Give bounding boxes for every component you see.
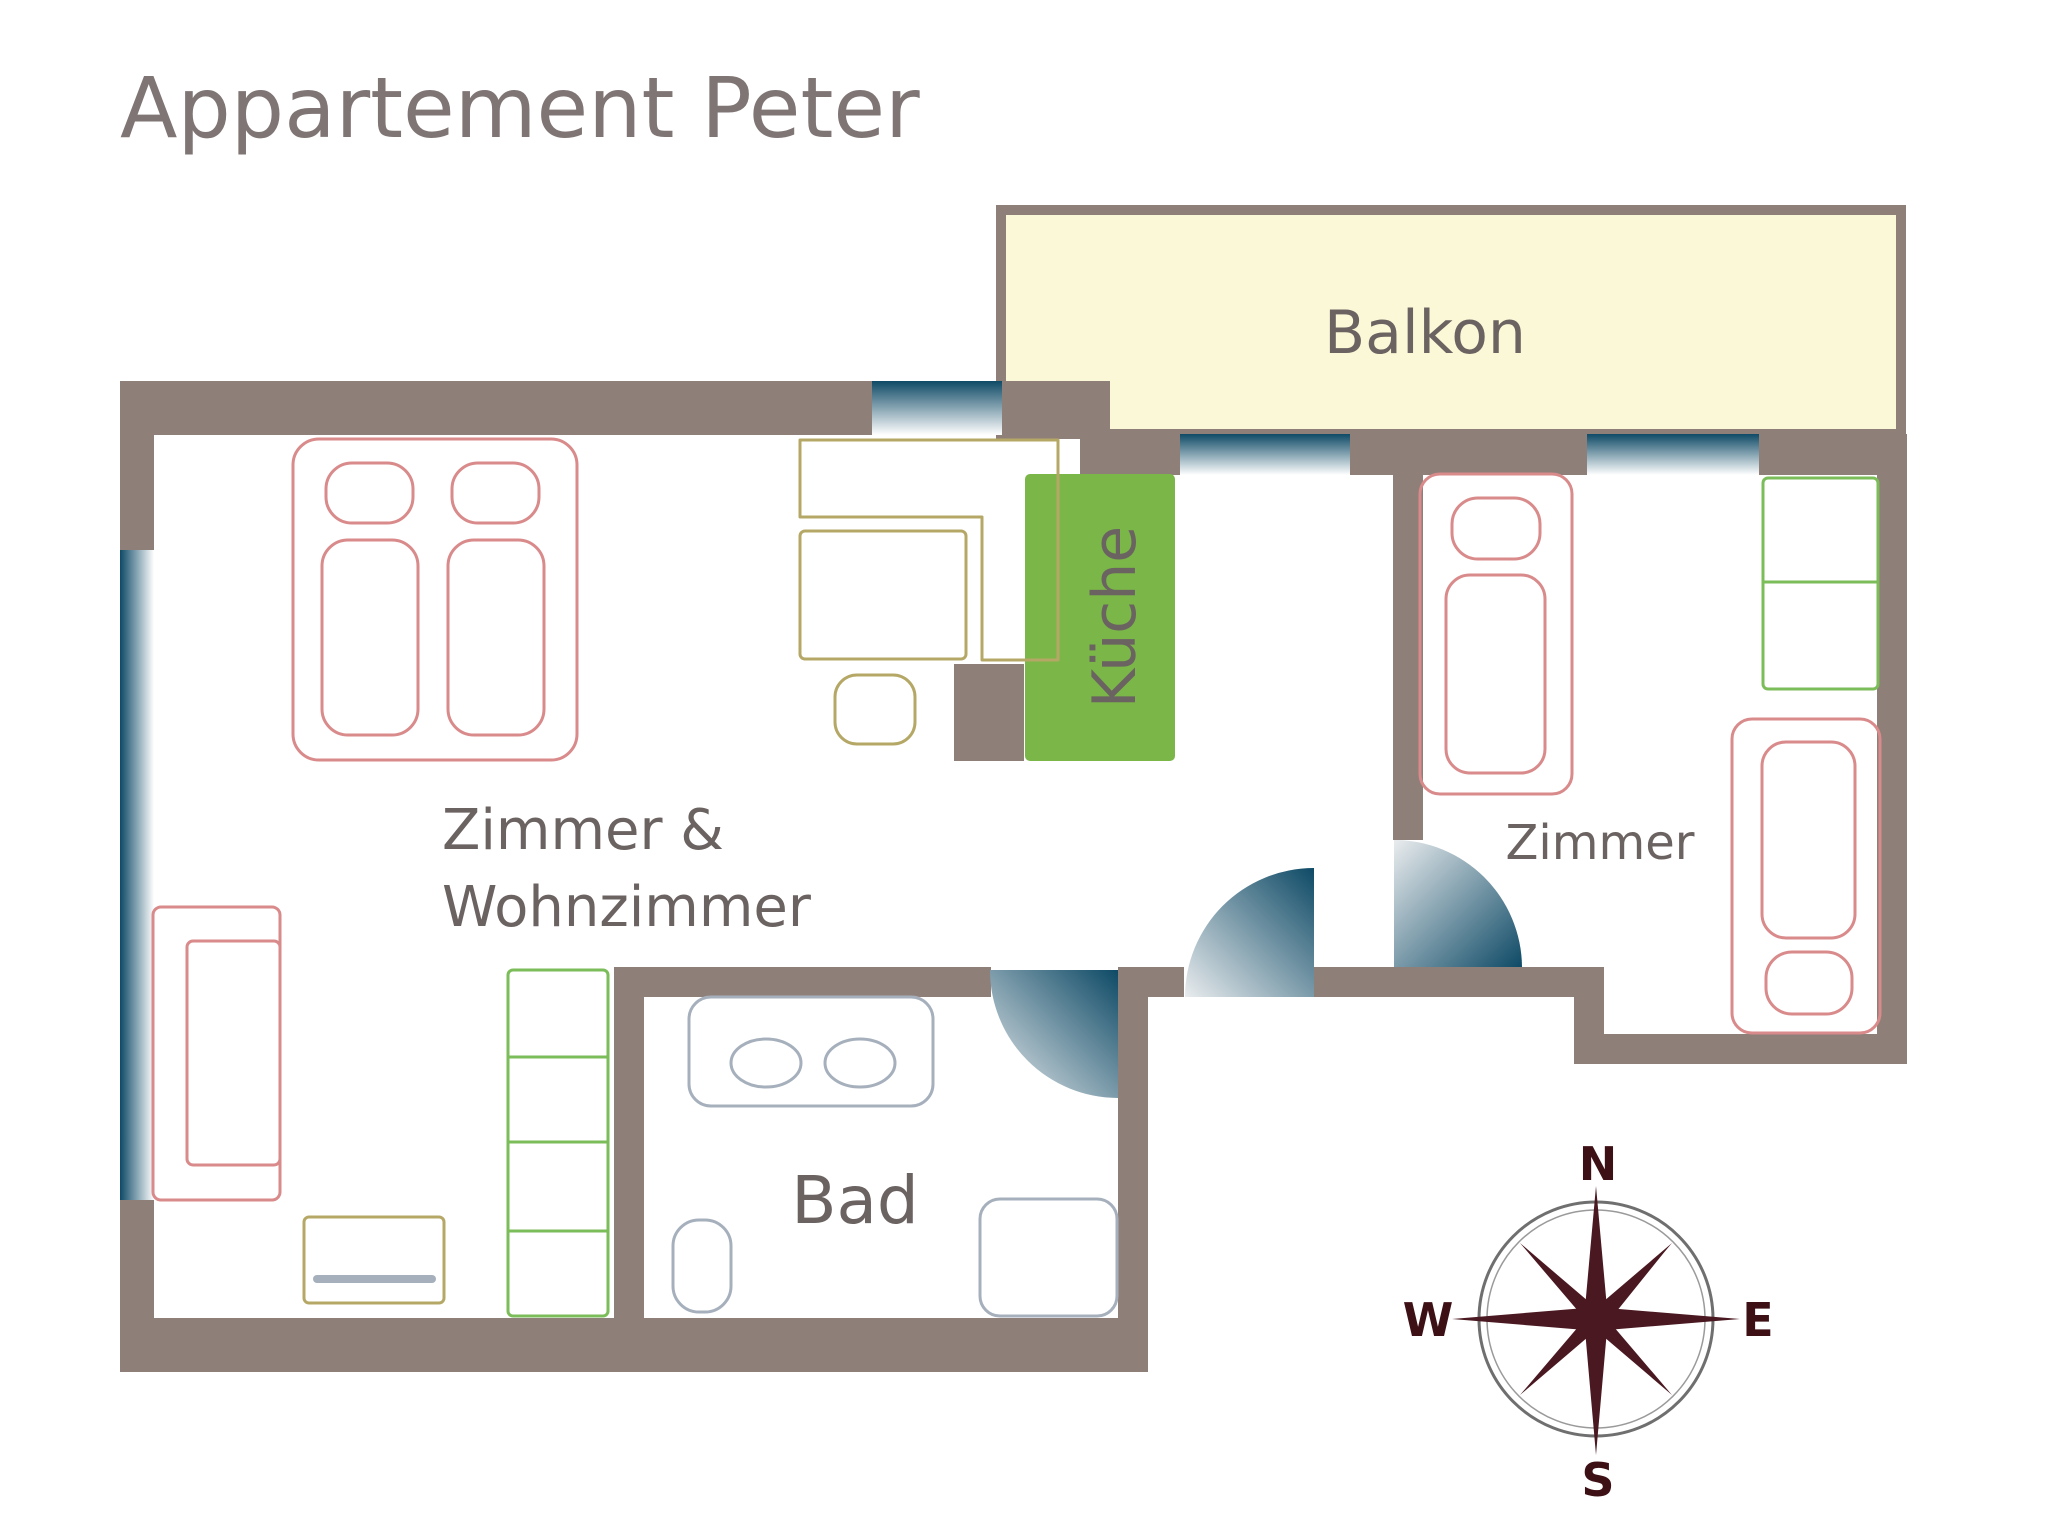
- window-living-top: [872, 381, 1002, 435]
- window-corridor-top: [1180, 434, 1350, 475]
- compass-east: E: [1742, 1293, 1773, 1347]
- toilet: [671, 1218, 733, 1314]
- double-bed: [291, 437, 579, 762]
- compass-arm-w: [1452, 1308, 1596, 1330]
- bathroom: Bad: [671, 995, 1119, 1318]
- tv-stand: [302, 1215, 446, 1305]
- shower-tray: [978, 1197, 1119, 1318]
- kitchen: Küche: [1025, 474, 1175, 761]
- living-label-line1: Zimmer &: [442, 798, 724, 863]
- door-swing-bedroom: [1394, 839, 1522, 967]
- compass-rose: N E S W: [1403, 1137, 1774, 1507]
- window-bedroom-top: [1587, 434, 1759, 475]
- bedroom: [1418, 472, 1882, 1035]
- single-bed-1: [1418, 472, 1574, 796]
- wardrobe: [506, 968, 610, 1318]
- compass-west: W: [1403, 1293, 1454, 1347]
- balcony: Balkon: [996, 205, 1906, 439]
- bedroom-wardrobe: [1761, 476, 1880, 691]
- window-living-left: [120, 550, 154, 1200]
- compass-arm-n: [1585, 1186, 1607, 1319]
- dining-table: [798, 438, 1060, 746]
- balcony-label: Balkon: [1324, 298, 1526, 368]
- compass-arm-ne: [1590, 1243, 1672, 1325]
- compass-arm-e: [1596, 1308, 1740, 1330]
- compass-arm-sw: [1520, 1313, 1602, 1395]
- compass-south: S: [1581, 1453, 1614, 1507]
- living-furniture: [151, 437, 1060, 1318]
- bathroom-label: Bad: [791, 1162, 919, 1239]
- compass-arm-nw: [1520, 1243, 1602, 1325]
- compass-arm-se: [1590, 1313, 1672, 1395]
- kitchen-label: Küche: [1080, 526, 1150, 708]
- door-swing-bathroom: [990, 970, 1118, 1098]
- sink-basin-left: [729, 1037, 803, 1089]
- living-label-line2: Wohnzimmer: [442, 875, 812, 940]
- doors: [990, 839, 1522, 1098]
- double-sink: [687, 995, 935, 1108]
- windows: [120, 381, 1759, 1200]
- compass-north: N: [1579, 1137, 1618, 1191]
- bedroom-label: Zimmer: [1506, 815, 1695, 871]
- compass-arm-s: [1585, 1319, 1607, 1455]
- plan-title: Appartement Peter: [120, 59, 920, 157]
- walls: [120, 381, 1907, 1372]
- sink-basin-right: [823, 1037, 897, 1089]
- sofa: [151, 905, 282, 1202]
- single-bed-2: [1730, 717, 1882, 1035]
- door-swing-entrance: [1185, 868, 1314, 997]
